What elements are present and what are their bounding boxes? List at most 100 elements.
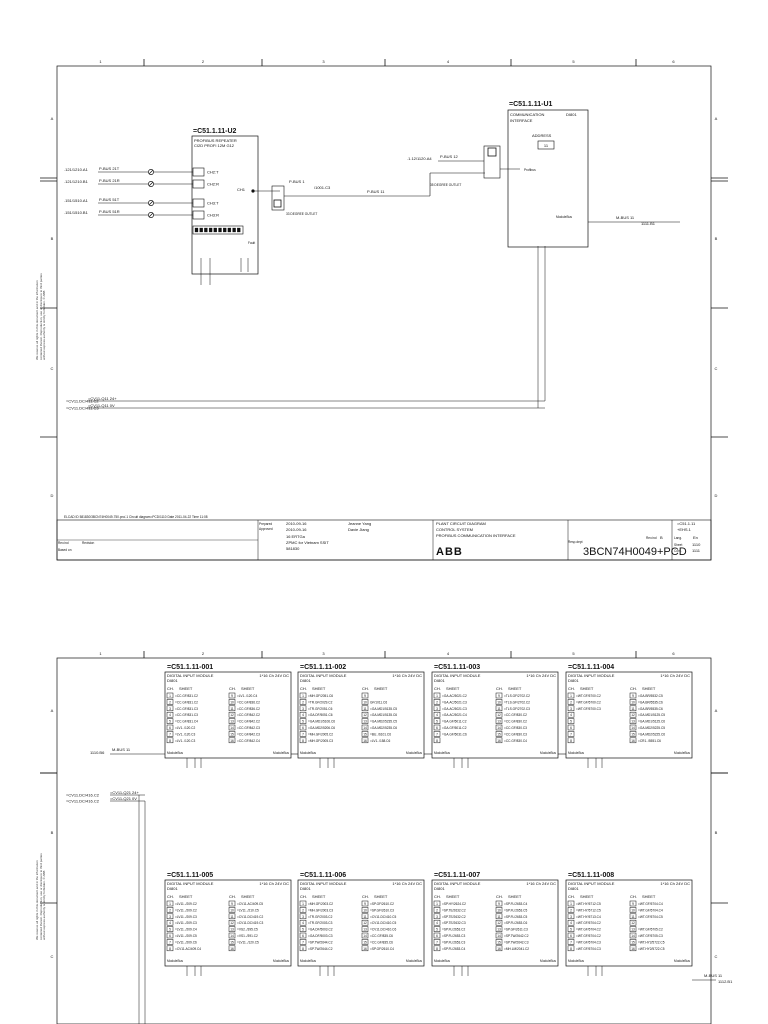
channel-box: [361, 919, 369, 926]
column-header: SHEET: [241, 686, 255, 691]
channel-sheet: =GA.MD2/5225.C5: [638, 726, 665, 730]
channel-box: [228, 711, 236, 718]
channel-sheet: =TR.GF/2051.C6: [308, 707, 333, 711]
channel-number: 7: [436, 940, 438, 944]
channel-box: [299, 900, 307, 907]
channel-sheet: =CC.GF/830.C3: [504, 726, 527, 730]
row-letter: B: [715, 236, 718, 241]
channel-box: [299, 692, 307, 699]
row-letter: B: [51, 830, 54, 835]
module-title: DIGITAL INPUT MODULE: [300, 881, 347, 886]
channel-box: [629, 692, 637, 699]
channel-number: 14: [363, 934, 367, 938]
channel-number: 15: [363, 940, 367, 944]
address-box: [537, 140, 555, 150]
power-label: =CV11-Q11 24+: [88, 396, 117, 401]
port-label: ModuleBus: [273, 959, 289, 963]
channel-number: 14: [631, 726, 635, 730]
connector-icon: [148, 181, 154, 187]
channel-box: [433, 907, 441, 913]
channel-sheet: =LV11../209.C3: [175, 915, 197, 919]
channel-sheet: =LV11../209.C3: [175, 921, 197, 925]
module-code: DI801: [434, 886, 445, 891]
channel-box: [567, 913, 575, 920]
module-tag: =C51.1.11-007: [434, 872, 480, 879]
channel-number: 11: [230, 915, 234, 919]
column-header: CH.: [434, 894, 441, 899]
channel-number: 5: [570, 928, 572, 932]
column-header: CH.: [568, 686, 575, 691]
channel-number: 5: [436, 928, 438, 932]
module-title: DIGITAL INPUT MODULE: [167, 673, 214, 678]
port-label: ModuleBus: [674, 959, 690, 963]
channel-sheet: =GA.MD1/5106.C6: [308, 720, 335, 724]
channel-box: [433, 705, 441, 712]
channel-box: [567, 907, 575, 913]
diagram-title: PROFIBUS COMMUNICATION INTERFACE: [436, 533, 516, 538]
channel-sheet: =WT.GF/5704.C2: [576, 921, 601, 925]
sheet-reference: 1111.B1: [641, 221, 656, 226]
dip-switch-pin: [194, 227, 199, 233]
channel-box: [629, 926, 637, 932]
column-header: CH.: [229, 894, 236, 899]
module-tag: =C51.1.11-001: [167, 664, 213, 671]
interface-box: [507, 109, 589, 248]
channel-sheet: =WT.GF/5704.C3: [576, 940, 601, 944]
channel-box: [433, 724, 441, 731]
dip-switch-pin: [199, 227, 203, 233]
module-code: DI801: [568, 886, 579, 891]
channel-sheet: =VS1../391.C2: [237, 934, 258, 938]
channel-number: 9: [632, 694, 634, 698]
channel-box: [299, 919, 307, 926]
sheet-reference: .151/1510.A1: [64, 198, 89, 203]
channel-sheet: =CC.GF/835.C6: [370, 940, 393, 944]
bus-label: P-BUS 21R: [99, 178, 120, 183]
power-label: =CV11-Q21 0V: [110, 796, 137, 801]
port-label: ModuleBus: [434, 751, 450, 755]
channel-box: [166, 926, 174, 932]
port-label: ModuleBus: [568, 959, 584, 963]
module-title: DIGITAL INPUT MODULE: [167, 881, 214, 886]
channel-number: 12: [363, 713, 367, 717]
module-title: DIGITAL INPUT MODULE: [434, 881, 481, 886]
channel-box: [629, 919, 637, 926]
channel-sheet: =CC.GF/831.C2: [175, 700, 198, 704]
channel-box: [361, 945, 369, 952]
channel-number: 2: [169, 700, 171, 704]
column-number: 4: [447, 59, 450, 64]
channel-sheet: =GA.GF/5031.C6: [442, 732, 467, 736]
connector-icon: [148, 200, 154, 206]
channel-sheet: =GA.MD1/5135.C5: [370, 707, 397, 711]
module-box: [431, 879, 559, 967]
column-header: CH.: [229, 686, 236, 691]
port-label: ModuleBus: [406, 751, 422, 755]
channel-box: [629, 913, 637, 920]
channel-box: [567, 731, 575, 737]
channel-box: [433, 945, 441, 952]
channel-number: 6: [570, 726, 572, 730]
channel-sheet: =SP.FL/2653.C6: [504, 921, 527, 925]
channel-sheet: GF/1011.C6: [370, 700, 387, 704]
row-letter: C: [51, 366, 54, 371]
channel-number: 13: [230, 720, 234, 724]
column-header: CH.: [568, 894, 575, 899]
channel-box: [567, 724, 575, 731]
channel-box: [495, 945, 503, 952]
repeater-tag: =C51.1.11-U2: [193, 128, 236, 135]
row-letter: D: [51, 493, 54, 498]
channel-sheet: =GA.DF/5051.C6: [308, 713, 333, 717]
interface-tag: =C51.1.11-U1: [509, 101, 552, 108]
sheet-number: 1110: [692, 542, 701, 547]
channel-sheet: =LV11../209.C5: [175, 934, 197, 938]
channel-sheet: =TLS.GF/2702.C2: [504, 694, 530, 698]
channel-box: [629, 699, 637, 705]
module-rating: 1*16 Ch 24V DC: [660, 673, 690, 678]
outlet-label: 35 DEGREE OUTLET: [430, 183, 461, 187]
module-box: [297, 671, 425, 759]
channel-box: [166, 731, 174, 737]
drawing-sheet-1: We reserve all rights in this document a…: [35, 59, 728, 561]
channel-sheet: =CC.GF/830.C2: [504, 720, 527, 724]
repeater-title: PROFIBUS REPEATER: [194, 138, 237, 143]
port-label: ModuleBus: [556, 215, 572, 219]
